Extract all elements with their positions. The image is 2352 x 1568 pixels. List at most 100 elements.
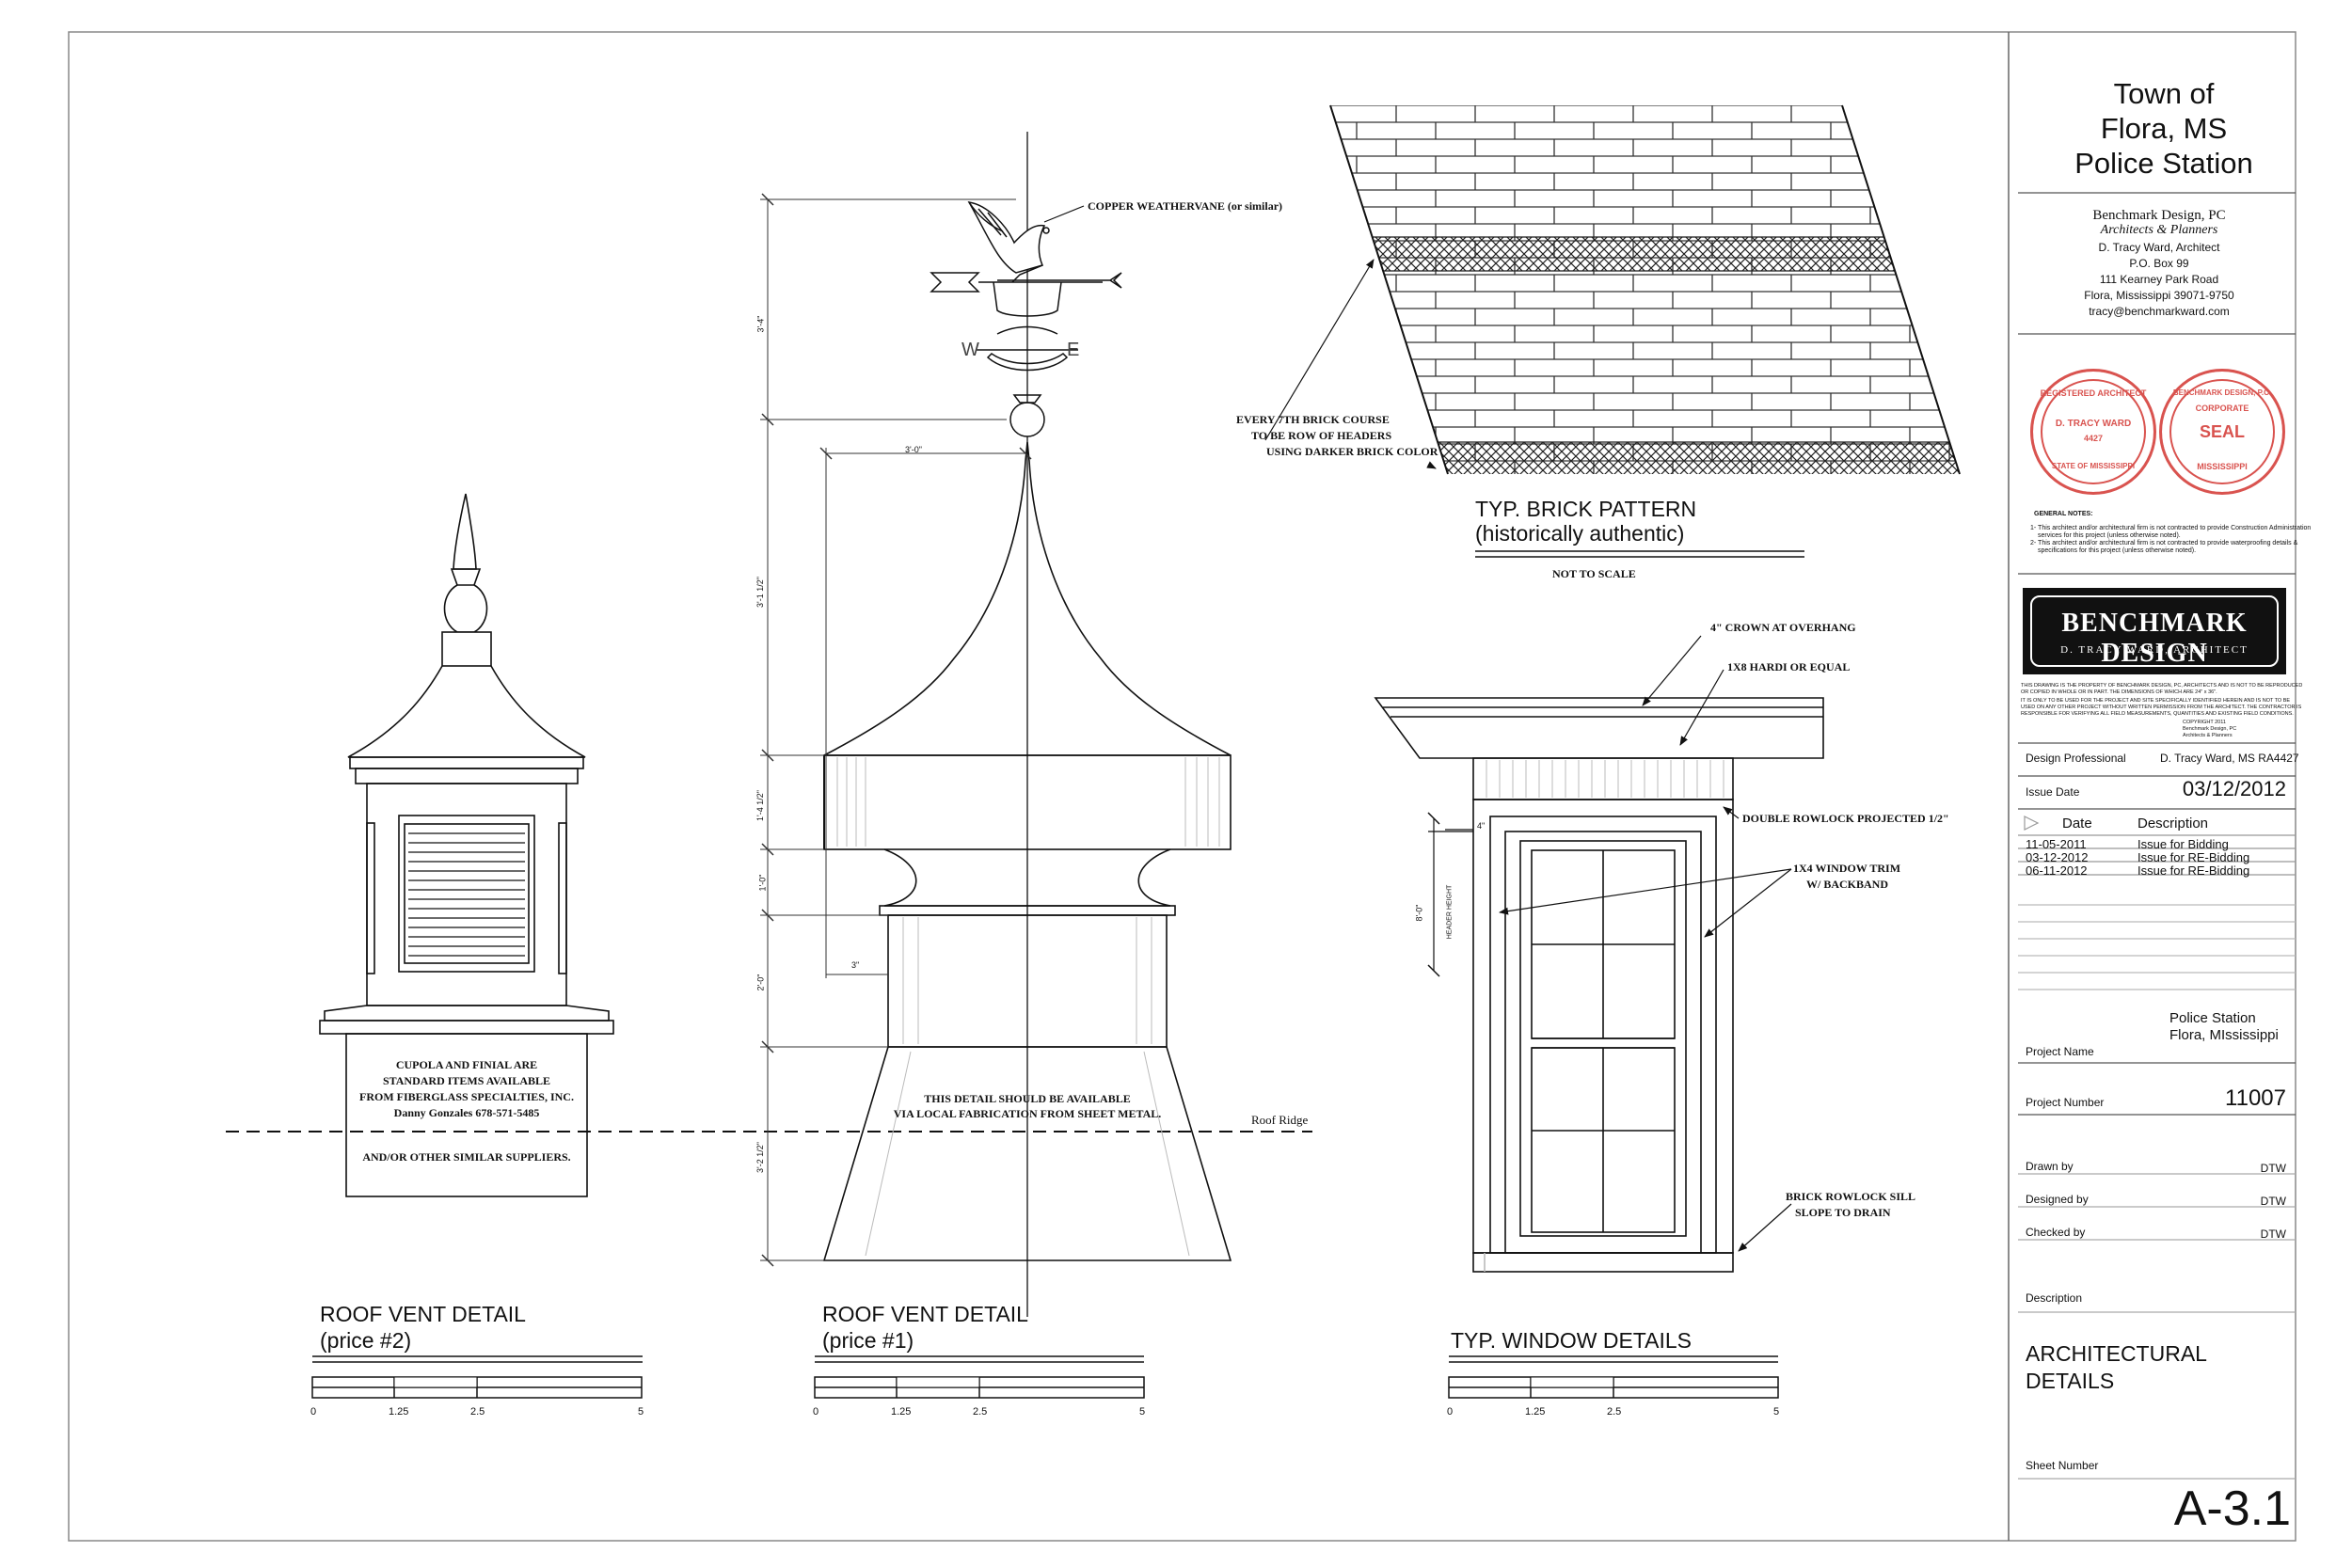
revision-date: 11-05-2011	[2026, 837, 2087, 851]
brick-subtitle: (historically authentic)	[1475, 521, 1685, 546]
not-to-scale-label: NOT TO SCALE	[1552, 567, 1636, 580]
scale-label: 2.5	[1607, 1406, 1622, 1418]
revision-triangle-icon	[2024, 816, 2040, 831]
local-fabrication-note-2: VIA LOCAL FABRICATION FROM SHEET METAL.	[893, 1107, 1162, 1120]
sheet-border	[68, 31, 2296, 1542]
drawn-by-label: Drawn by	[2026, 1160, 2074, 1173]
compass-e-label: E	[1067, 340, 1080, 360]
brick-note-3: USING DARKER BRICK COLOR	[1266, 445, 1438, 458]
vent1-subtitle: (price #1)	[822, 1328, 914, 1353]
vent1-title: ROOF VENT DETAIL	[822, 1302, 1028, 1326]
project-name-value-2: Flora, MIssissippi	[2169, 1027, 2279, 1043]
revision-description: Issue for RE-Bidding	[2137, 863, 2250, 878]
cupola-note-1: CUPOLA AND FINIAL ARE	[395, 1058, 538, 1071]
scale-label: 1.25	[891, 1406, 912, 1418]
description-value-1: ARCHITECTURAL	[2026, 1341, 2207, 1366]
scale-label: 5	[638, 1406, 644, 1418]
brick-note-1: EVERY 7TH BRICK COURSE	[1236, 413, 1390, 426]
hardi-note: 1X8 HARDI OR EQUAL	[1727, 660, 1851, 673]
vent2-title: ROOF VENT DETAIL	[320, 1302, 526, 1326]
dim-8-0: 8'-0"	[1414, 904, 1424, 922]
vent-dimensions	[760, 193, 1032, 1267]
brick-title: TYP. BRICK PATTERN	[1475, 497, 1697, 521]
trim-note-2: W/ BACKBAND	[1806, 878, 1889, 891]
po-box: P.O. Box 99	[2129, 257, 2189, 270]
sheet-number-value: A-3.1	[2173, 1481, 2291, 1536]
general-note-1b: services for this project (unless otherw…	[2038, 532, 2181, 539]
general-notes-title: GENERAL NOTES:	[2034, 511, 2093, 517]
vent2-subtitle: (price #2)	[320, 1328, 412, 1353]
logo-name: BENCHMARK DESIGN	[2061, 609, 2248, 668]
project-number-label: Project Number	[2026, 1096, 2105, 1109]
disclaimer-3: IT IS ONLY TO BE USED FOR THE PROJECT AN…	[2021, 698, 2291, 704]
cupola-note-3: FROM FIBERGLASS SPECIALTIES, INC.	[359, 1090, 574, 1103]
scale-label: 0	[310, 1406, 317, 1418]
scale-label: 0	[1447, 1406, 1454, 1418]
window-leaders	[1427, 635, 1792, 1252]
checked-by-value: DTW	[2260, 1227, 2286, 1241]
title-underlines	[312, 1355, 1778, 1363]
scale-label: 5	[1139, 1406, 1146, 1418]
scale-label: 2.5	[973, 1406, 988, 1418]
project-title-line2: Flora, MS	[2100, 112, 2228, 145]
design-professional-label: Design Professional	[2026, 752, 2126, 765]
checked-by-label: Checked by	[2026, 1226, 2086, 1239]
corporate-seal: BENCHMARK DESIGN, P.C. CORPORATE SEAL MI…	[2159, 369, 2285, 495]
scale-label: 0	[813, 1406, 819, 1418]
weathervane-note: COPPER WEATHERVANE (or similar)	[1088, 199, 1283, 213]
general-note-2b: specifications for this project (unless …	[2038, 547, 2197, 554]
revision-description-header: Description	[2137, 816, 2209, 832]
local-fabrication-note-1: THIS DETAIL SHOULD BE AVAILABLE	[924, 1092, 1131, 1105]
dim-3in: 3"	[851, 960, 860, 970]
designed-by-label: Designed by	[2026, 1193, 2089, 1206]
disclaimer-1: THIS DRAWING IS THE PROPERTY OF BENCHMAR…	[2021, 683, 2303, 689]
logo-sub: D. TRACY WARD, ARCHITECT	[2060, 644, 2249, 656]
firm-name: Benchmark Design, PC	[2092, 208, 2226, 223]
crown-note: 4" CROWN AT OVERHANG	[1710, 621, 1856, 634]
brick-note-2: TO BE ROW OF HEADERS	[1251, 429, 1392, 442]
revision-date: 03-12-2012	[2026, 850, 2089, 864]
seal-left-top: REGISTERED ARCHITECT	[2040, 388, 2147, 398]
scale-label: 1.25	[389, 1406, 409, 1418]
dim-2-0: 2'-0"	[755, 974, 766, 991]
architect-seal: REGISTERED ARCHITECT D. TRACY WARD 4427 …	[2030, 369, 2156, 495]
firm-tagline: Architects & Planners	[2100, 223, 2218, 237]
designed-by-value: DTW	[2260, 1195, 2286, 1208]
sheet-number-label: Sheet Number	[2026, 1459, 2099, 1472]
dim-1-0: 1'-0"	[757, 874, 768, 892]
disclaimer-4: USED ON ANY OTHER PROJECT WITHOUT WRITTE…	[2021, 705, 2302, 710]
title-block-lines	[2018, 192, 2296, 1480]
dim-3-1-half: 3'-1 1/2"	[755, 577, 765, 608]
trim-note-1: 1X4 WINDOW TRIM	[1793, 862, 1901, 875]
seal-left-name: D. TRACY WARD	[2055, 419, 2132, 429]
seal-right-top: BENCHMARK DESIGN, P.C.	[2172, 388, 2272, 397]
issue-date-label: Issue Date	[2026, 785, 2080, 799]
project-title-line1: Town of	[2113, 77, 2215, 110]
dim-3-4: 3'-4"	[755, 315, 766, 333]
design-professional-value: D. Tracy Ward, MS RA4427	[2160, 752, 2299, 765]
dim-3-0: 3'-0"	[905, 445, 922, 454]
revision-description: Issue for RE-Bidding	[2137, 850, 2250, 864]
dim-4in: 4"	[1477, 821, 1486, 831]
seal-right-mid: CORPORATE	[2195, 404, 2249, 413]
cupola-elevation	[319, 493, 614, 1197]
scale-label: 1.25	[1525, 1406, 1546, 1418]
scale-bars	[311, 1376, 1779, 1399]
description-label: Description	[2026, 1291, 2083, 1305]
disclaimer-2: OR COPIED IN WHOLE OR IN PART. THE DIMEN…	[2021, 689, 2217, 695]
disclaimer-5: RESPONSIBLE FOR VERIFYING ALL FIELD MEAS…	[2021, 711, 2294, 717]
drawn-by-value: DTW	[2260, 1162, 2286, 1175]
header-height-label: HEADER HEIGHT	[1446, 884, 1454, 940]
cupola-note-5: AND/OR OTHER SIMILAR SUPPLIERS.	[362, 1150, 571, 1164]
cupola-note-4: Danny Gonzales 678-571-5485	[393, 1106, 540, 1119]
cupola-note-2: STANDARD ITEMS AVAILABLE	[382, 1074, 551, 1087]
window-title: TYP. WINDOW DETAILS	[1451, 1328, 1692, 1353]
weathervane	[930, 132, 1122, 1317]
revision-date: 06-11-2012	[2026, 863, 2088, 878]
dim-3-2-half: 3'-2 1/2"	[755, 1142, 765, 1173]
seal-left-bottom: STATE OF MISSISSIPPI	[2051, 462, 2136, 470]
project-number-value: 11007	[2225, 1085, 2286, 1111]
issue-date-value: 03/12/2012	[2182, 777, 2286, 800]
revision-description: Issue for Bidding	[2137, 837, 2229, 851]
rowlock-note: DOUBLE ROWLOCK PROJECTED 1/2"	[1742, 812, 1949, 825]
